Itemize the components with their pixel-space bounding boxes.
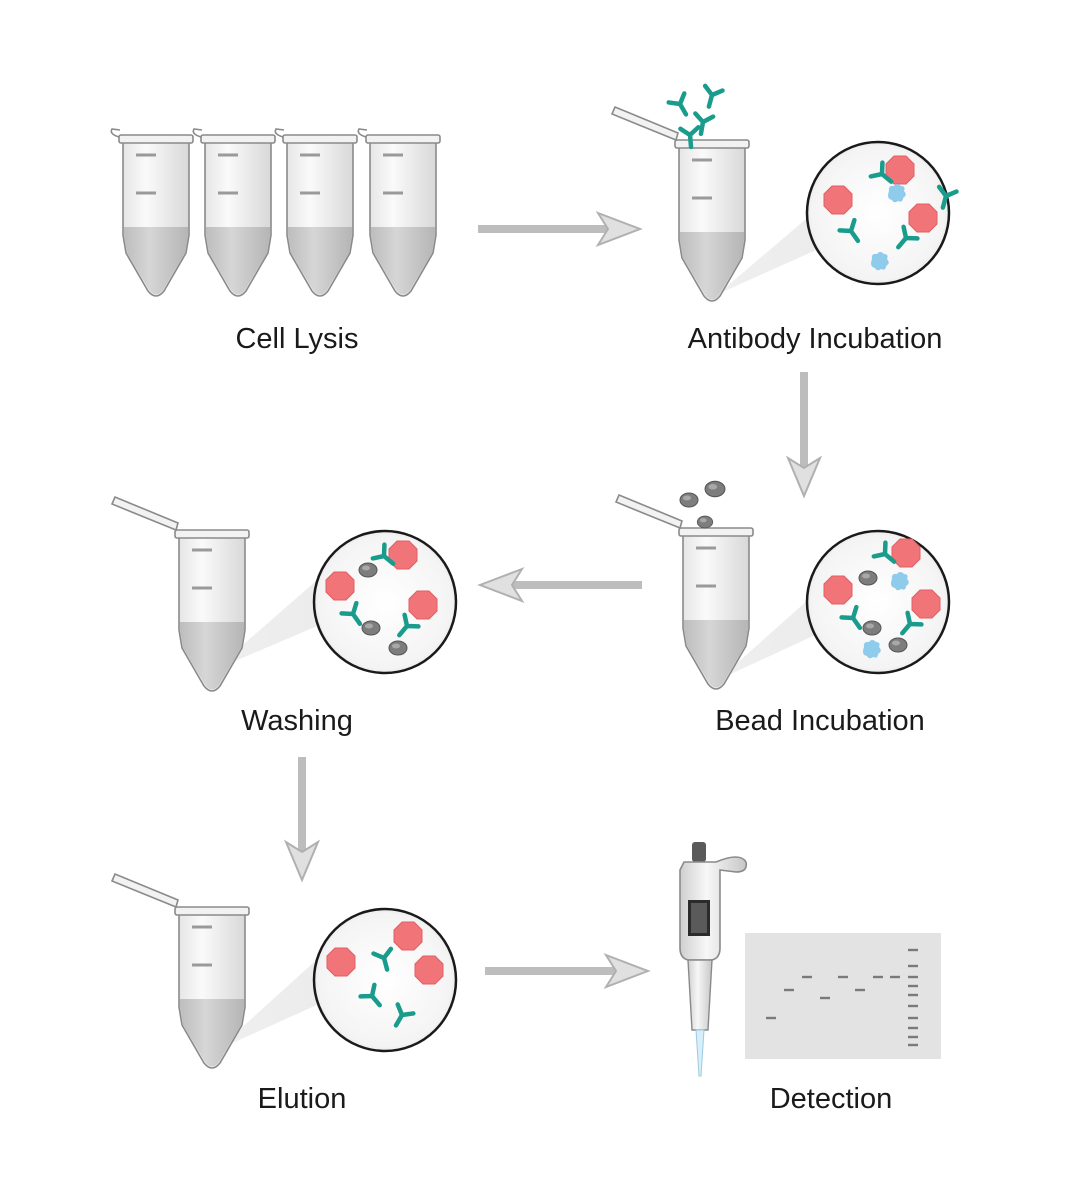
tube-icon bbox=[192, 128, 277, 298]
arrow-down-icon bbox=[283, 757, 321, 883]
magnifier-circle-elution bbox=[312, 907, 458, 1053]
magnifier-circle-antibody bbox=[805, 140, 957, 286]
arrow-down-icon bbox=[785, 372, 823, 499]
label-elution: Elution bbox=[258, 1083, 347, 1115]
label-antibody-incubation: Antibody Incubation bbox=[688, 323, 943, 355]
tube-icon bbox=[357, 128, 442, 298]
label-cell-lysis: Cell Lysis bbox=[235, 323, 358, 355]
arrow-right-icon bbox=[485, 953, 651, 989]
pipette-icon bbox=[679, 842, 748, 1077]
arrow-right-icon bbox=[478, 211, 643, 247]
label-bead-incubation: Bead Incubation bbox=[715, 705, 925, 737]
falling-beads bbox=[679, 480, 726, 529]
tube-icon bbox=[110, 128, 195, 298]
label-detection: Detection bbox=[770, 1083, 893, 1115]
arrow-left-icon bbox=[477, 567, 642, 603]
tube-icon bbox=[274, 128, 359, 298]
cell-lysis-tubes bbox=[110, 128, 442, 298]
magnifier-circle-washing bbox=[312, 529, 458, 675]
gel-icon bbox=[745, 933, 941, 1059]
label-washing: Washing bbox=[241, 705, 353, 737]
magnifier-circle-bead bbox=[805, 529, 951, 675]
